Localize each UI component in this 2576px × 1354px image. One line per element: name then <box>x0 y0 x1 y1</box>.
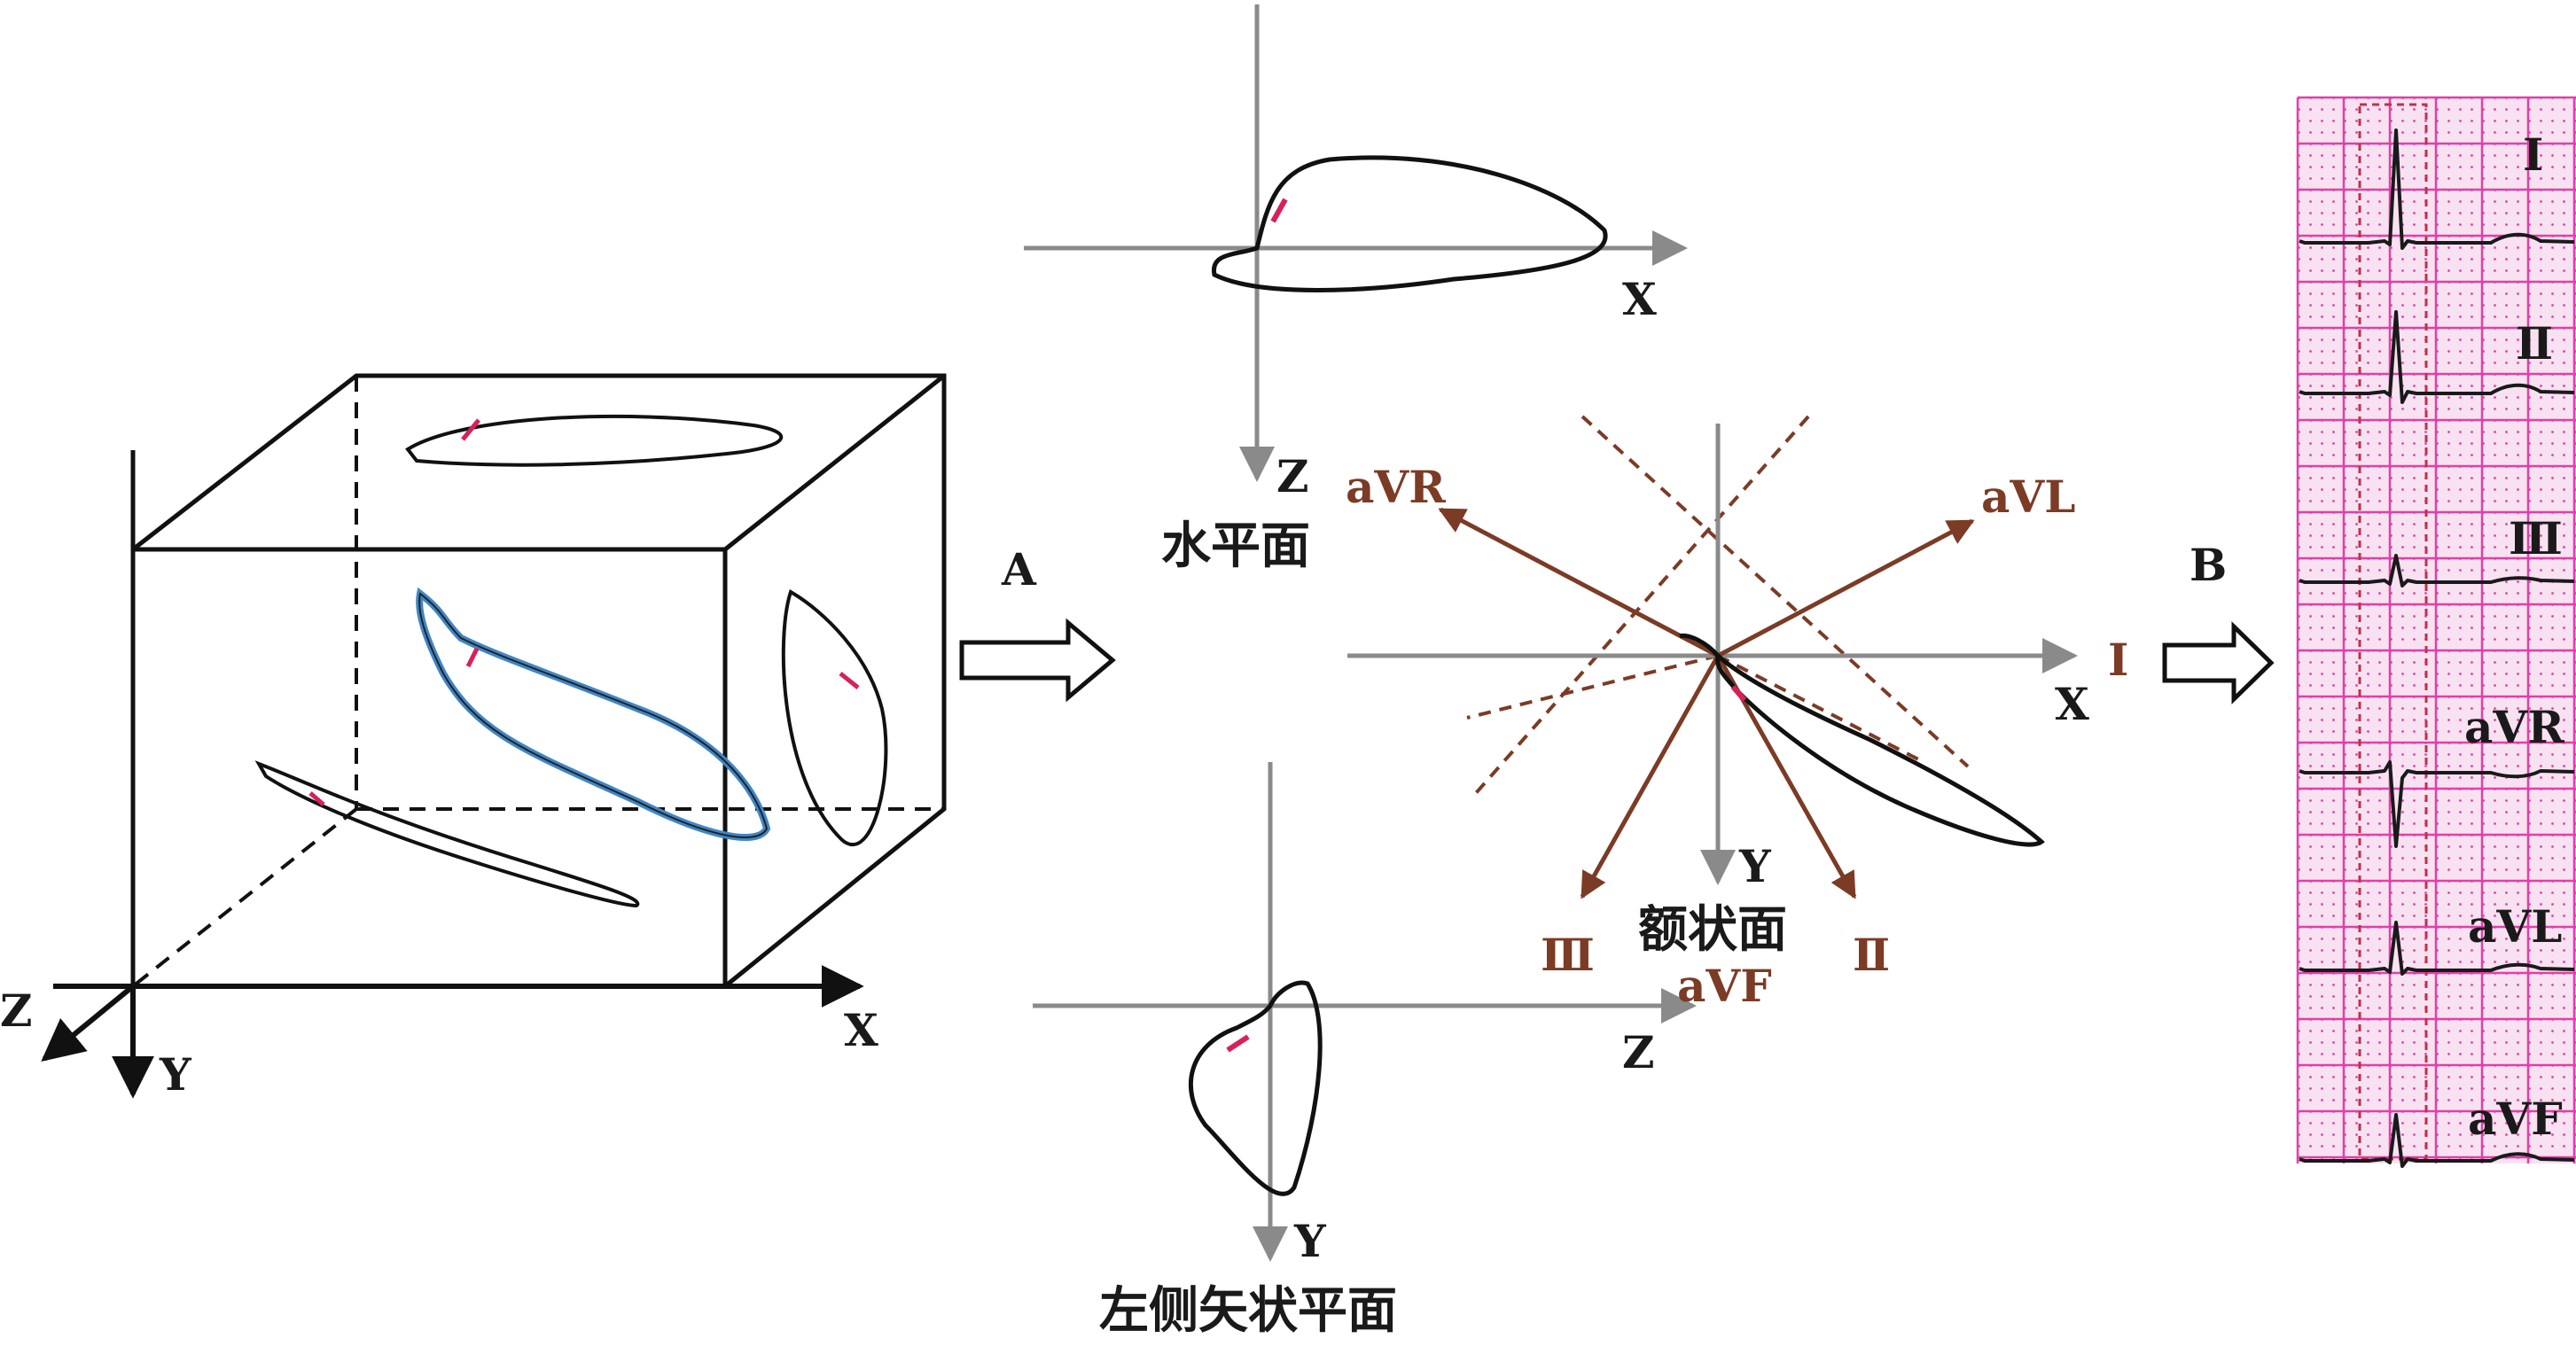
ecg-grid <box>2296 96 2576 1163</box>
ecg-strip: Ⅰ Ⅱ Ⅲ aVR aVL aVF <box>2296 96 2576 1168</box>
ecg-trace-avr <box>2299 760 2575 848</box>
lead-avr-vector <box>1438 507 1720 658</box>
spatial-qrs-loop <box>416 587 771 841</box>
frontal-y-label: Y <box>1738 840 1772 892</box>
lead-i-label: Ⅰ <box>2108 634 2128 686</box>
loop-direction-arrow <box>461 418 480 441</box>
cube-edge <box>723 374 946 551</box>
ecg-lead-label-avr: aVR <box>2464 701 2564 753</box>
arrow-a-label: A <box>1001 543 1037 595</box>
lead-axis-dashed <box>1581 415 1970 768</box>
ecg-qrs-highlight <box>2358 103 2428 1161</box>
sagittal-y-label: Y <box>1293 1215 1327 1267</box>
horizontal-z-label: Z <box>1276 450 1309 502</box>
loop-direction-arrow <box>1270 198 1288 223</box>
frontal-qrs-loop-tail <box>1679 633 1720 658</box>
cube-group: X Y Z <box>0 373 947 1101</box>
cube-z-label: Z <box>0 984 33 1037</box>
loop-direction-arrow <box>308 791 325 806</box>
ecg-traces <box>2299 128 2575 1168</box>
lead-iii-vector <box>1580 654 1721 899</box>
cube-side-loop <box>781 589 888 847</box>
ecg-trace-i <box>2299 128 2575 250</box>
frontal-plane-group: aVR aVL Ⅰ Ⅲ Ⅱ aVF X Y 额状面 <box>1346 415 2128 1012</box>
horizontal-plane-title: 水平面 <box>1161 517 1310 575</box>
frontal-plane-title: 额状面 <box>1638 901 1787 959</box>
cube-z-axis <box>41 984 135 1062</box>
cube-top-loop <box>405 414 784 467</box>
lead-ii-label: Ⅱ <box>1853 929 1890 981</box>
horizontal-qrs-loop <box>1212 155 1608 292</box>
lead-avf-label: aVF <box>1677 960 1772 1012</box>
ecg-trace-ii <box>2299 310 2575 404</box>
spatial-qrs-loop-outline <box>418 592 769 838</box>
sagittal-plane-group: Z Y 左侧矢状平面 <box>1033 762 1697 1340</box>
loop-direction-arrow <box>465 647 480 668</box>
lead-axis-dashed <box>1717 654 1924 764</box>
ecg-lead-label-ii: Ⅱ <box>2516 317 2553 370</box>
loop-direction-arrow <box>839 672 860 689</box>
cube-hidden-edge <box>131 807 358 988</box>
ecg-lead-label-avf: aVF <box>2468 1093 2563 1145</box>
lead-axis-dashed <box>1474 415 1810 795</box>
loop-direction-arrow <box>1226 1034 1250 1053</box>
cube-y-label: Y <box>159 1048 192 1101</box>
arrow-a-icon <box>959 618 1116 703</box>
cube-front-loop <box>254 760 640 908</box>
cube-x-label: X <box>844 1004 878 1056</box>
loop-direction-arrow <box>1730 685 1747 702</box>
horizontal-x-label: X <box>1622 273 1657 325</box>
sagittal-plane-title: 左侧矢状平面 <box>1099 1282 1397 1340</box>
arrow-b-label: B <box>2190 539 2227 591</box>
lead-avl-label: aVL <box>1981 471 2075 523</box>
arrow-b-icon <box>2162 621 2275 704</box>
ecg-lead-label-i: Ⅰ <box>2523 128 2543 181</box>
horizontal-plane-group: X Z 水平面 <box>1024 4 1688 575</box>
frontal-x-label: X <box>2055 678 2089 730</box>
lead-axis-dashed <box>1466 654 1719 720</box>
sagittal-z-label: Z <box>1622 1026 1655 1078</box>
ecg-trace-iii <box>2299 554 2575 588</box>
ecg-trace-avf <box>2299 1113 2575 1168</box>
arrow-a-group: A <box>959 543 1116 703</box>
sagittal-qrs-loop <box>1188 980 1323 1196</box>
lead-avr-label: aVR <box>1346 461 1446 513</box>
arrow-b-group: B <box>2162 539 2275 704</box>
lead-iii-label: Ⅲ <box>1541 929 1595 981</box>
frontal-qrs-loop <box>1715 651 2045 847</box>
lead-avl-vector <box>1716 518 1975 658</box>
cube-top-edge <box>131 373 947 988</box>
cube-front-edge <box>133 547 728 986</box>
ecg-lead-label-iii: Ⅲ <box>2509 512 2563 564</box>
ecg-lead-label-avl: aVL <box>2468 900 2562 953</box>
ecg-trace-avl <box>2299 921 2575 976</box>
